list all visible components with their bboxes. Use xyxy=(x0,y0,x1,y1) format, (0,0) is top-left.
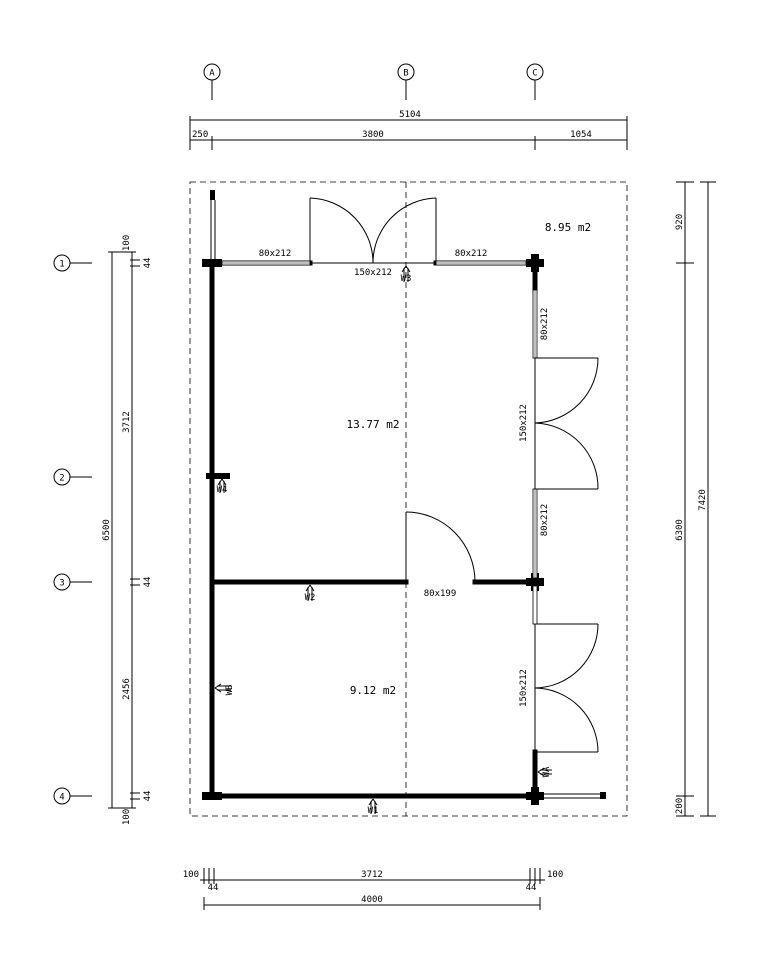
door-interior: 80x199 xyxy=(405,511,476,599)
door-right-double-label: 150x212 xyxy=(519,404,529,442)
window-top-left-label: 80x212 xyxy=(259,249,292,259)
wall-marker-wb-label: WB xyxy=(225,685,235,696)
dim-middle: 3800 xyxy=(362,130,384,140)
right-dimension-chain: 920 6300 200 xyxy=(675,181,694,817)
grid-axis-b: B xyxy=(397,63,415,100)
dim-room-upper: 3712 xyxy=(122,411,132,433)
dim-bottom-interior: 3712 xyxy=(361,870,383,880)
window-right-upper: 80x212 xyxy=(532,289,550,359)
top-dimension-overall: 5104 xyxy=(189,110,628,150)
wall-marker-w4: W4 xyxy=(217,478,228,495)
window-top-right: 80x212 xyxy=(435,249,527,266)
wall-marker-wb: WB xyxy=(214,683,235,696)
wall-marker-w3: W3 xyxy=(401,265,412,284)
dim-bottom-overall: 4000 xyxy=(361,895,383,905)
dim-overall-depth: 6500 xyxy=(102,519,112,541)
window-right-lower: 80x212 xyxy=(532,488,550,579)
grid-label-2: 2 xyxy=(59,474,64,484)
dim-bottom-overhang: 100 xyxy=(122,809,132,825)
area-terrace: 8.95 m2 xyxy=(545,221,591,234)
dim-wall-top: 44 xyxy=(143,258,153,269)
dim-bottom-left-overhang: 100 xyxy=(183,870,199,880)
door-right-double: 150x212 xyxy=(519,357,599,490)
dim-top-overhang: 100 xyxy=(122,235,132,251)
grid-axis-2: 2 xyxy=(53,468,92,486)
wall-marker-w1: W1 xyxy=(368,798,379,816)
door-interior-label: 80x199 xyxy=(424,589,457,599)
dim-right: 1054 xyxy=(570,130,592,140)
door-right-back-label: 150x212 xyxy=(519,669,529,707)
window-right-upper-label: 80x212 xyxy=(540,308,550,341)
wall-marker-w2: W2 xyxy=(305,584,316,603)
right-dimension-overall: 7420 xyxy=(698,181,716,817)
grid-axis-a: A xyxy=(203,63,221,100)
window-right-lower-label: 80x212 xyxy=(540,504,550,537)
dim-walls: 6300 xyxy=(675,519,685,541)
terrace-rail-left xyxy=(210,190,216,260)
grid-label-c: C xyxy=(532,69,537,79)
dim-rear-overhang: 200 xyxy=(675,798,685,814)
wall-marker-wa: WA xyxy=(537,766,552,777)
dim-bottom-right-overhang: 100 xyxy=(547,870,563,880)
wall-marker-w2-label: W2 xyxy=(305,593,316,603)
grid-label-4: 4 xyxy=(59,793,64,803)
bottom-dimension-chain: 100 44 3712 44 100 xyxy=(183,868,563,893)
window-top-right-label: 80x212 xyxy=(455,249,488,259)
wall-marker-w1-label: W1 xyxy=(368,806,379,816)
grid-label-3: 3 xyxy=(59,579,64,589)
door-top-double-label: 150x212 xyxy=(354,268,392,278)
grid-axis-c: C xyxy=(526,63,544,100)
door-right-back: 150x212 xyxy=(519,585,599,753)
grid-label-b: B xyxy=(403,69,408,79)
dim-wall-bottom: 44 xyxy=(143,791,153,802)
area-back-room: 9.12 m2 xyxy=(350,684,396,697)
wall-marker-wa-label: WA xyxy=(542,766,552,777)
dim-overall-width: 5104 xyxy=(399,110,421,120)
top-dimension-chain: 250 3800 1054 xyxy=(190,130,627,150)
bottom-dimension-overall: 4000 xyxy=(203,895,541,910)
dim-bottom-right-wall: 44 xyxy=(526,883,537,893)
grid-axis-4: 4 xyxy=(53,787,92,805)
dim-overall-length: 7420 xyxy=(698,489,708,511)
terrace-rail-bottom xyxy=(540,792,606,799)
grid-axis-3: 3 xyxy=(53,573,92,591)
dim-bottom-left-wall: 44 xyxy=(208,883,219,893)
door-top-double: 150x212 xyxy=(309,197,437,278)
wall-marker-w3-label: W3 xyxy=(401,274,412,284)
walls xyxy=(202,254,544,805)
dim-front-overhang: 920 xyxy=(675,214,685,230)
window-top-left: 80x212 xyxy=(221,249,311,266)
grid-label-a: A xyxy=(209,69,215,79)
area-main-room: 13.77 m2 xyxy=(347,418,400,431)
dim-wall-mid: 44 xyxy=(143,577,153,588)
grid-label-1: 1 xyxy=(59,260,64,270)
left-dimension-chain: 100 44 3712 44 2456 44 100 xyxy=(122,235,153,825)
left-dimension-overall: 6500 xyxy=(102,251,136,809)
wall-marker-w4-label: W4 xyxy=(217,485,228,495)
roof-outline xyxy=(189,181,628,817)
dim-left-overhang: 250 xyxy=(192,130,208,140)
dim-room-lower: 2456 xyxy=(122,678,132,700)
grid-axis-1: 1 xyxy=(53,254,92,272)
